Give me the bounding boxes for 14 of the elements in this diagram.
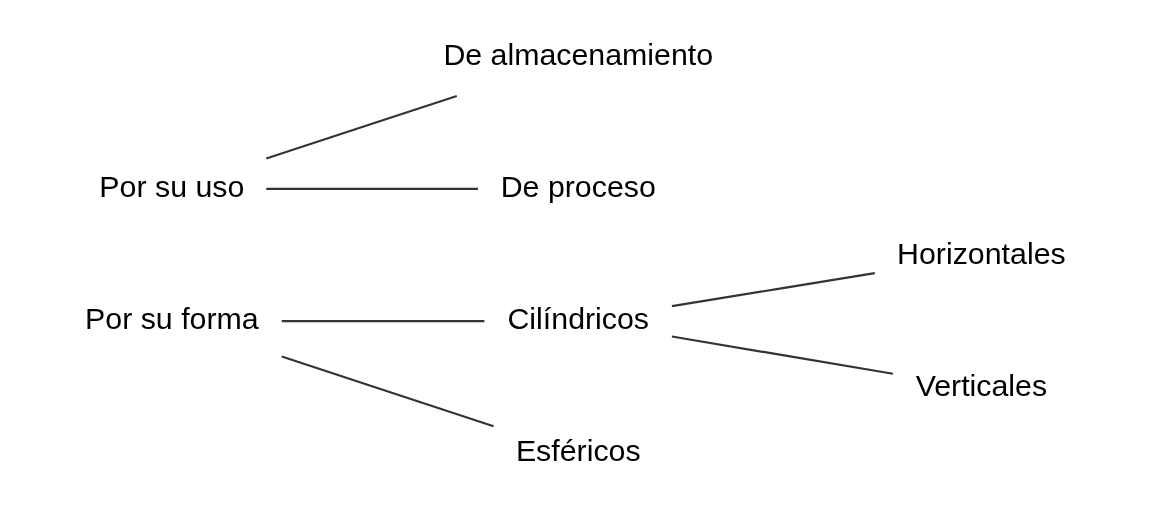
connector [265, 187, 478, 190]
node-text: Esféricos [515, 433, 641, 467]
node-text: Por su uso [98, 169, 244, 203]
node-text: Cilíndricos [506, 301, 649, 335]
node-text: Verticales [915, 368, 1047, 402]
node-text: Horizontales [896, 236, 1066, 270]
connector [265, 94, 457, 160]
node-text: De almacenamiento [442, 37, 713, 71]
node-text: De proceso [500, 169, 656, 203]
connector [671, 334, 893, 375]
connector [280, 355, 494, 427]
node-text: Por su forma [84, 301, 259, 335]
connector [281, 319, 484, 322]
connector [671, 271, 875, 307]
